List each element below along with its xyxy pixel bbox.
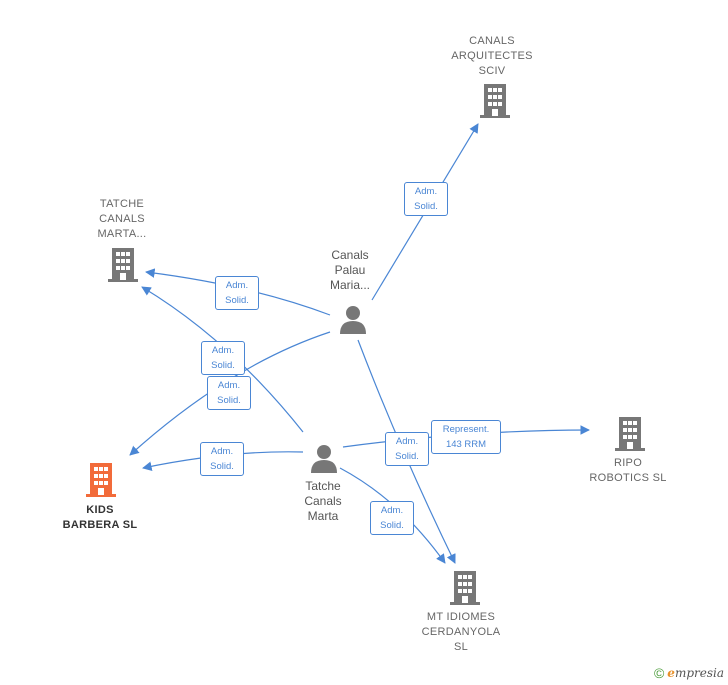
footer-brand: © empresia <box>654 665 724 681</box>
edge-badge-adm-solid-tatche-1[interactable]: Adm. Solid. <box>215 276 259 310</box>
company-building-icon-kids-barbera[interactable] <box>85 463 117 502</box>
copyright-icon: © <box>653 665 665 681</box>
company-label-kids-barbera[interactable]: KIDS BARBERA SL <box>62 504 138 531</box>
person-icon-tatche-canals[interactable] <box>309 443 339 478</box>
person-label-tatche-canals[interactable]: Tatche Canals Marta <box>304 479 342 523</box>
company-label-tatche-canals-marta[interactable]: TATCHE CANALS MARTA... <box>97 198 147 240</box>
brand-initial: e <box>667 666 675 680</box>
person-icon-canals-palau[interactable] <box>338 304 368 339</box>
person-label-canals-palau[interactable]: Canals Palau Maria... <box>329 248 370 292</box>
edge-badge-adm-solid-mt-idiomes-2[interactable]: Adm. Solid. <box>370 501 414 535</box>
edge-badge-adm-solid-kids-1[interactable]: Adm. Solid. <box>207 376 251 410</box>
edge-badge-adm-solid-canals-arquitectes[interactable]: Adm. Solid. <box>404 182 448 216</box>
company-label-mt-idiomes[interactable]: MT IDIOMES CERDANYOLA SL <box>421 611 501 653</box>
edge-badge-adm-solid-mt-idiomes-1[interactable]: Adm. Solid. <box>385 432 429 466</box>
edge-badge-adm-solid-kids-2[interactable]: Adm. Solid. <box>200 442 244 476</box>
company-building-icon-canals-arquitectes[interactable] <box>479 84 511 123</box>
edge-badge-represent-ripo[interactable]: Represent. 143 RRM <box>431 420 501 454</box>
edge-badge-adm-solid-tatche-2[interactable]: Adm. Solid. <box>201 341 245 375</box>
company-label-canals-arquitectes[interactable]: CANALS ARQUITECTES SCIV <box>451 35 533 77</box>
company-building-icon-ripo-robotics[interactable] <box>614 417 646 456</box>
brand-logo: empresia <box>667 666 724 680</box>
company-label-ripo-robotics[interactable]: RIPO ROBOTICS SL <box>589 457 667 484</box>
brand-rest: mpresia <box>674 666 724 680</box>
company-building-icon-tatche-canals-marta[interactable] <box>107 248 139 287</box>
company-building-icon-mt-idiomes[interactable] <box>449 571 481 610</box>
